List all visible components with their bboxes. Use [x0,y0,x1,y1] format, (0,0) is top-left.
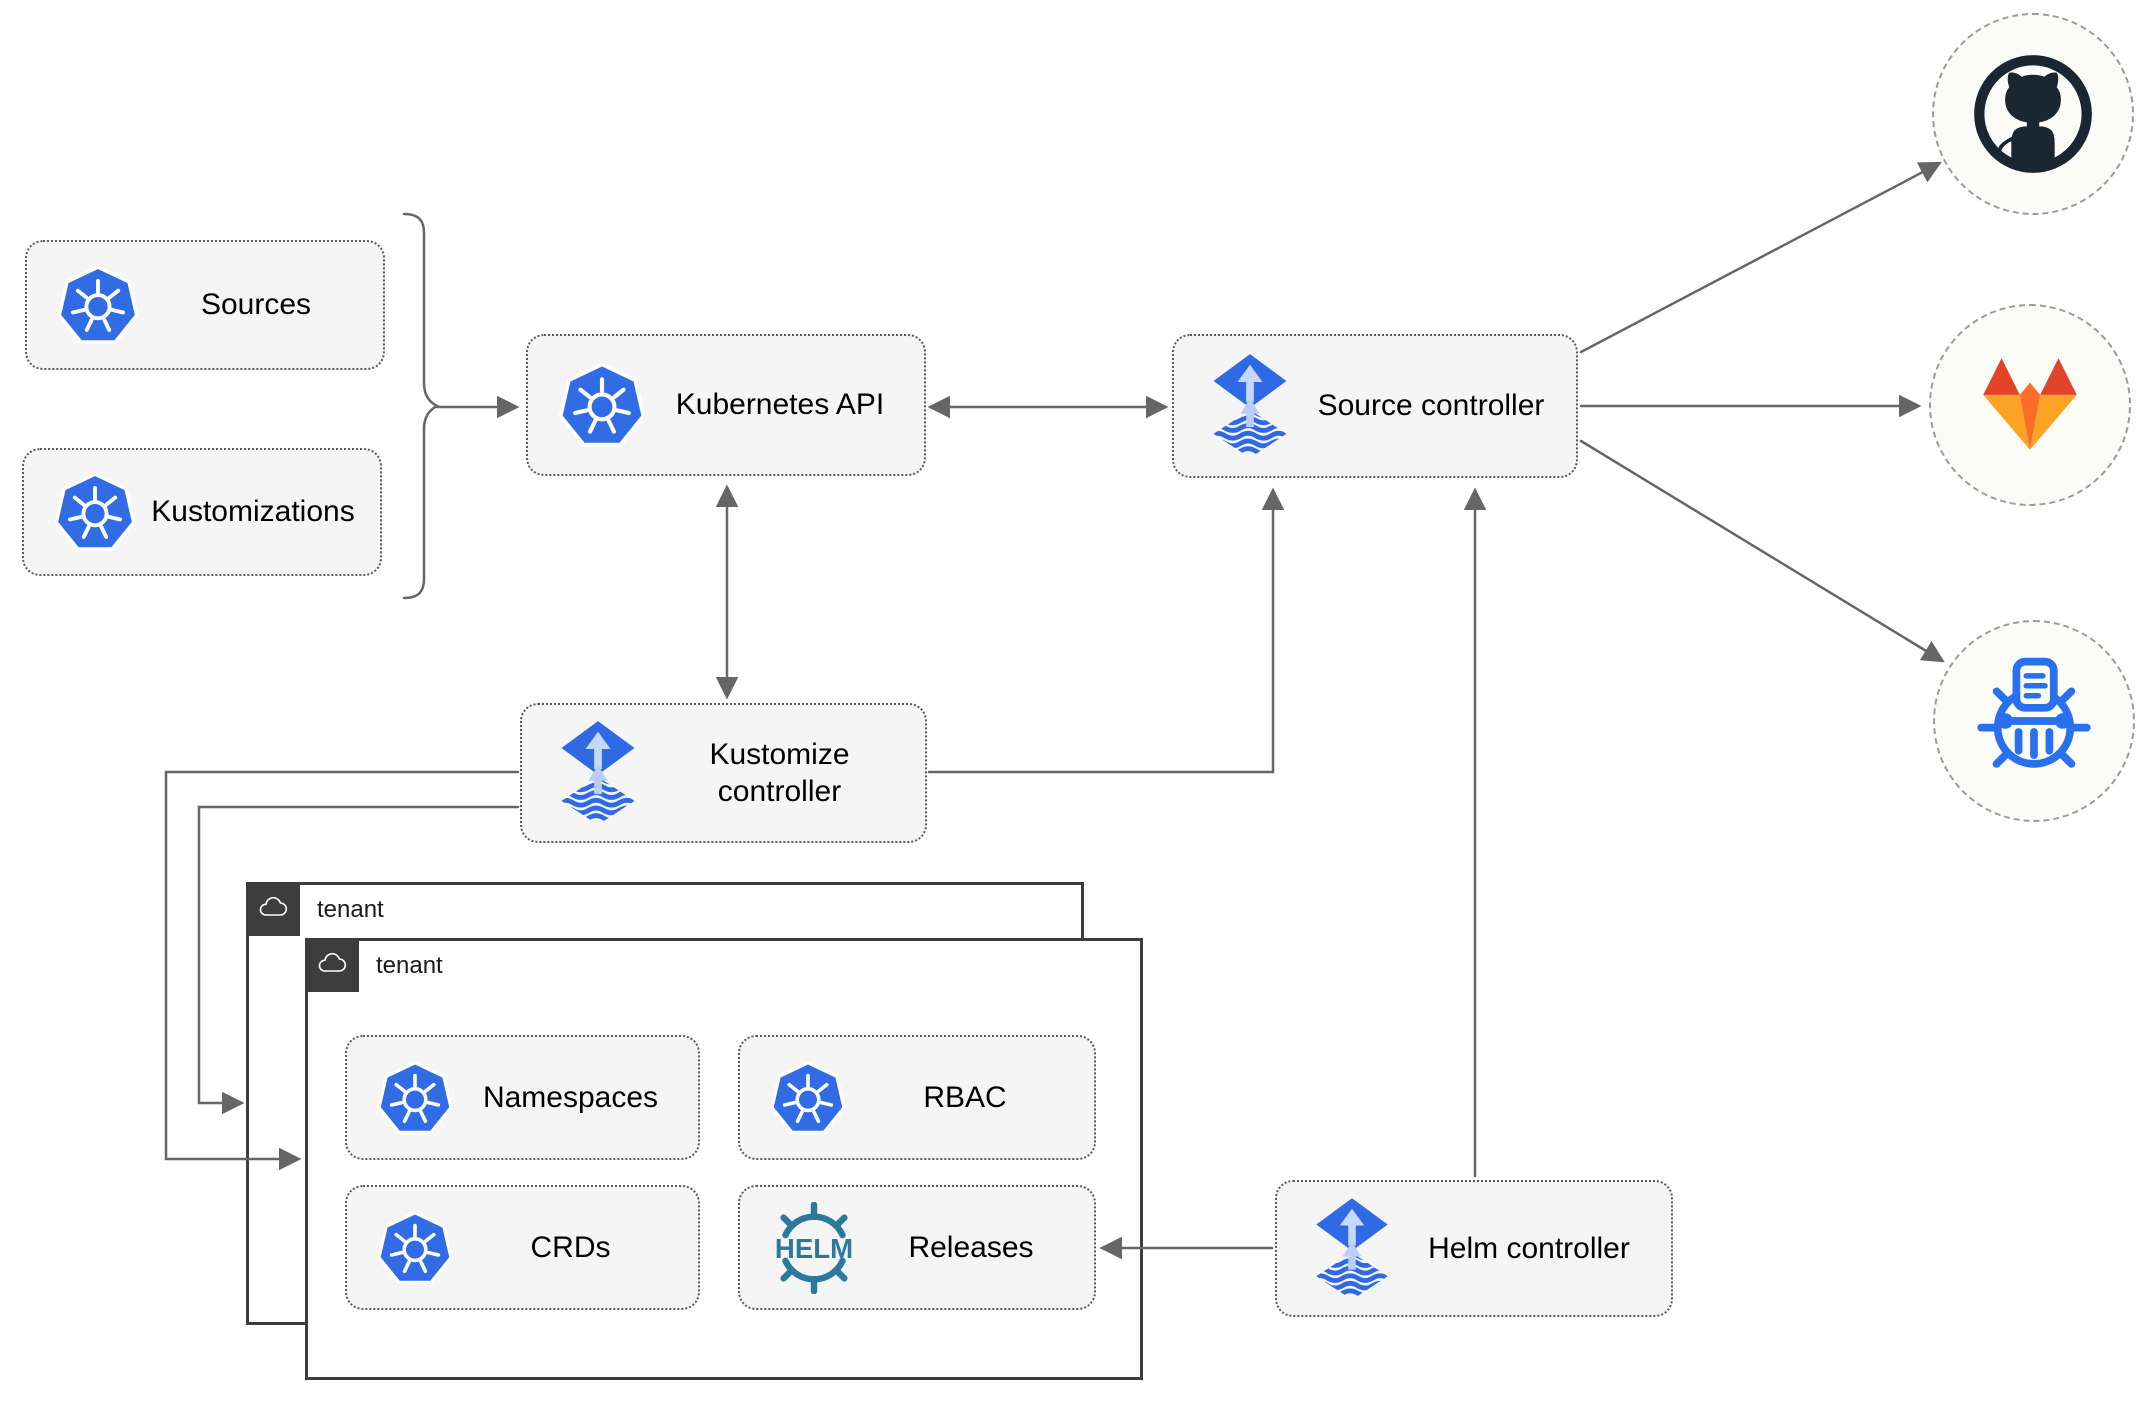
tenant-tab [246,882,300,936]
node-label: Kubernetes API [675,388,885,422]
kubernetes-icon [768,1058,848,1138]
node-label: Kustomizations [151,495,355,529]
helm-icon: HELM [768,1201,860,1294]
edge-source-to-chart-repository [1579,439,1945,663]
tenant-group-label: tenant [376,952,443,979]
cloud-icon [316,949,348,981]
flux-icon [550,721,646,825]
node-kubernetes-api: Kubernetes API [526,334,926,476]
node-namespaces: Namespaces [345,1035,700,1160]
helm-wordmark: HELM [775,1233,853,1264]
kubernetes-icon [52,469,138,555]
kubernetes-icon [375,1058,455,1138]
kubernetes-icon [556,359,648,451]
node-crds: CRDs [345,1185,700,1310]
node-releases: HELM Releases [738,1185,1096,1310]
flux-icon [1202,354,1298,458]
node-chart-repository [1933,620,2135,822]
node-sources: Sources [25,240,385,370]
github-icon [1974,55,2092,173]
node-label: Source controller [1317,389,1545,423]
node-kustomize-controller: Kustomize controller [520,703,927,843]
node-label: Kustomize controller [709,737,850,809]
cloud-icon [257,893,289,925]
kubernetes-icon [375,1208,455,1288]
node-label: CRDs [530,1230,611,1264]
chartmuseum-icon [1977,657,2091,768]
node-label: RBAC [923,1080,1007,1114]
tenant-group-label: tenant [317,896,384,923]
node-label: Releases [908,1230,1034,1264]
flux-icon [1305,1198,1399,1300]
node-source-controller: Source controller [1172,334,1578,478]
node-github [1932,13,2134,215]
brace-sources-group [402,212,440,600]
node-helm-controller: Helm controller [1275,1180,1673,1317]
node-gitlab [1929,304,2131,506]
kubernetes-icon [55,262,141,348]
gitlab-icon [1983,358,2077,450]
node-label: Helm controller [1428,1231,1630,1265]
node-label: Sources [200,288,312,322]
tenant-tab [305,938,359,992]
node-label: Namespaces [482,1080,659,1114]
edge-kustomize-to-source [927,487,1285,774]
node-kustomizations: Kustomizations [22,448,382,576]
node-rbac: RBAC [738,1035,1096,1160]
edge-source-to-github [1579,161,1942,354]
